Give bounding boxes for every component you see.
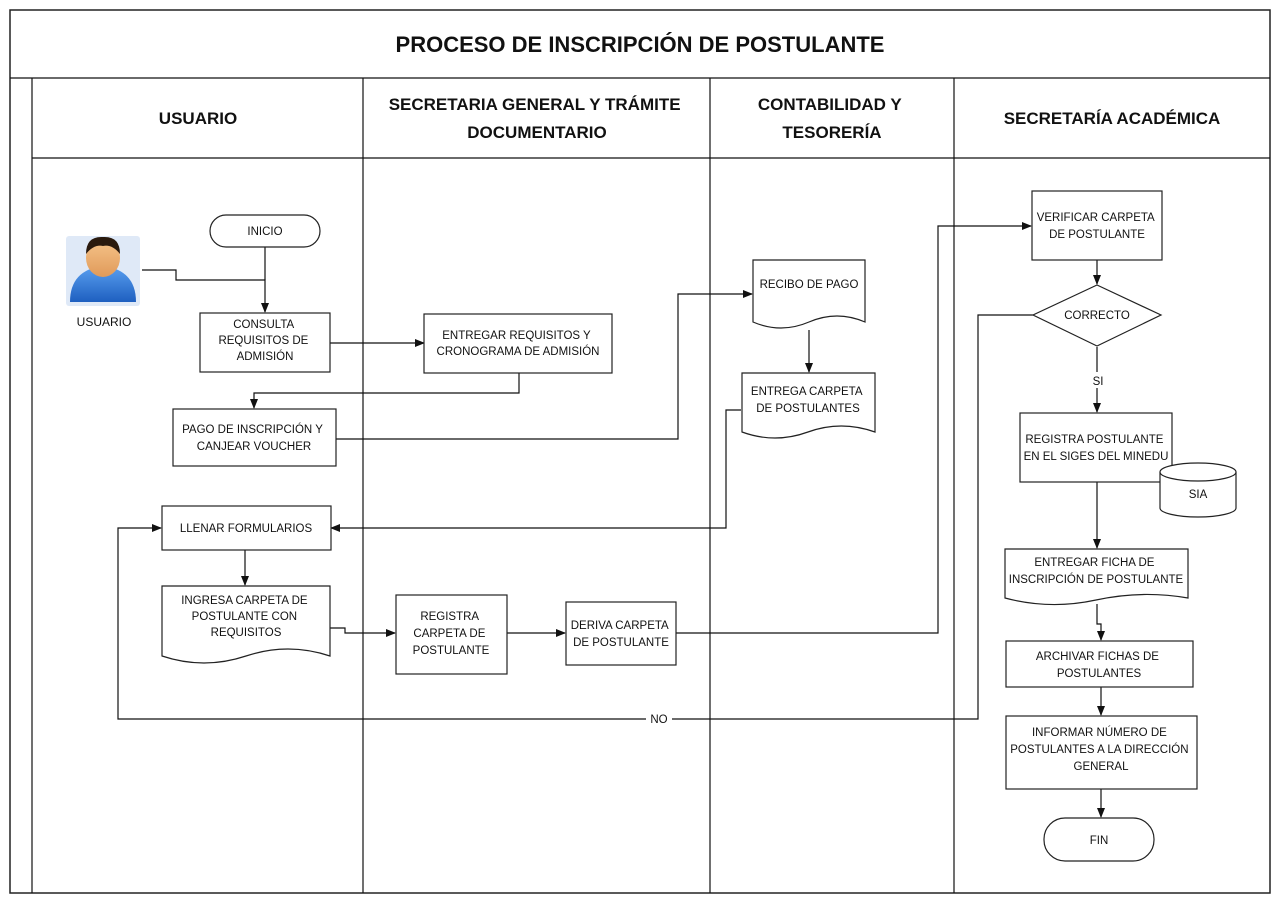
- node-inicio: INICIO: [209, 214, 321, 248]
- node-recibo-pago: RECIBO DE PAGO: [752, 259, 866, 329]
- diagram-frame: [9, 9, 1271, 894]
- label-bg-no: [646, 711, 672, 727]
- svg-text:ENTREGA CARPETA DE POSTU: ENTREGA CARPETA DE POSTULANTES: [751, 386, 865, 415]
- actor-label: USUARIO: [77, 315, 132, 329]
- svg-text:INGRESA CARPETA DE POSTU: INGRESA CARPETA DE POSTULANTE CON REQUIS…: [181, 595, 311, 639]
- node-ingresa-carpeta: INGRESA CARPETA DE POSTULANTE CON REQUIS…: [161, 585, 331, 664]
- svg-text:INICIO: INICIO: [247, 226, 282, 238]
- edge-label-si: SI: [1093, 376, 1104, 388]
- node-llenar-formularios: LLENAR FORMULARIOS: [161, 505, 332, 551]
- svg-text:ARCHIVAR FICHAS DE POSTU: ARCHIVAR FICHAS DE POSTULANTES: [1036, 651, 1162, 680]
- svg-text:FIN: FIN: [1090, 835, 1109, 847]
- edge-entregar-pago: [250, 373, 520, 409]
- lane-header-usuario: USUARIO: [159, 109, 237, 128]
- edge-correcto-llenar-no: [117, 314, 1033, 720]
- svg-text:INFORMAR NÚMERO DE POSTU: INFORMAR NÚMERO DE POSTULANTES A LA DIRE…: [1010, 726, 1192, 773]
- edge-label-no: NO: [650, 714, 667, 726]
- node-registra-carpeta: REGISTRA CARPETA DE POSTULANTE: [395, 594, 508, 675]
- svg-text:ENTREGAR FICHA DE INSCRI: ENTREGAR FICHA DE INSCRIPCIÓN DE POSTULA…: [1009, 557, 1184, 586]
- svg-text:CORRECTO: CORRECTO: [1064, 310, 1130, 322]
- edge-pago-recibo: [336, 290, 753, 440]
- node-pago: PAGO DE INSCRIPCIÓN Y CANJEAR VOUCHER: [172, 408, 337, 467]
- node-archivar-fichas: ARCHIVAR FICHAS DE POSTULANTES: [1005, 640, 1194, 688]
- edge-ficha-archivar: [1096, 604, 1105, 641]
- edge-ingresa-registra: [330, 627, 396, 637]
- svg-text:SIA: SIA: [1189, 489, 1208, 501]
- node-correcto-decision: CORRECTO: [1031, 284, 1163, 347]
- node-sia-database: SIA: [1159, 462, 1237, 518]
- actor-user-icon: [66, 236, 140, 306]
- node-verificar-carpeta: VERIFICAR CARPETA DE POSTULANTE: [1031, 190, 1163, 261]
- connectors: [117, 222, 1105, 818]
- label-bg-si: [1090, 372, 1106, 388]
- lane-header-contabilidad: CONTABILIDAD Y TESORERÍA: [758, 95, 906, 142]
- svg-text:REGISTRA POSTULANTE EN E: REGISTRA POSTULANTE EN EL SIGES DEL MINE…: [1024, 434, 1169, 463]
- lane-header-secretaria-academica: SECRETARÍA ACADÉMICA: [1004, 109, 1221, 128]
- svg-text:CONSULTA REQUISITOS DE: CONSULTA REQUISITOS DE ADMISIÓN: [218, 319, 311, 363]
- edge-entrega-llenar: [330, 409, 741, 532]
- node-registra-postulante: REGISTRA POSTULANTE EN EL SIGES DEL MINE…: [1019, 412, 1173, 483]
- node-deriva-carpeta: DERIVA CARPETA DE POSTULANTE: [565, 601, 677, 666]
- node-entrega-carpeta: ENTREGA CARPETA DE POSTULANTES: [741, 372, 876, 439]
- node-entregar-requisitos: ENTREGAR REQUISITOS Y CRONOGRAMA DE ADMI…: [423, 313, 613, 374]
- svg-text:RECIBO DE PAGO: RECIBO DE PAGO: [760, 279, 859, 291]
- node-consulta: CONSULTA REQUISITOS DE ADMISIÓN: [199, 312, 331, 373]
- svg-text:PAGO DE INSCRIPCIÓN Y CA: PAGO DE INSCRIPCIÓN Y CANJEAR VOUCHER: [182, 423, 326, 453]
- node-entregar-ficha: ENTREGAR FICHA DE INSCRIPCIÓN DE POSTULA…: [1004, 548, 1189, 606]
- node-informar-numero: INFORMAR NÚMERO DE POSTULANTES A LA DIRE…: [1005, 715, 1198, 790]
- svg-text:LLENAR FORMULARIOS: LLENAR FORMULARIOS: [180, 523, 313, 535]
- svg-text:ENTREGAR REQUISITOS Y CR: ENTREGAR REQUISITOS Y CRONOGRAMA DE ADMI…: [437, 330, 600, 358]
- svg-text:REGISTRA CARPETA DE: REGISTRA CARPETA DE POSTULANTE: [413, 611, 490, 657]
- page-title: PROCESO DE INSCRIPCIÓN DE POSTULANTE: [396, 32, 885, 57]
- svg-text:DERIVA CARPETA DE POSTUL: DERIVA CARPETA DE POSTULANTE: [571, 620, 672, 649]
- svg-text:VERIFICAR CARPETA DE POS: VERIFICAR CARPETA DE POSTULANTE: [1037, 212, 1158, 241]
- node-fin: FIN: [1043, 817, 1155, 862]
- edge-actor-consulta: [142, 269, 269, 313]
- lane-header-secretaria-general: SECRETARIA GENERAL Y TRÁMITE DOCUMENTARI…: [389, 95, 686, 142]
- edge-deriva-verificar: [676, 222, 1032, 634]
